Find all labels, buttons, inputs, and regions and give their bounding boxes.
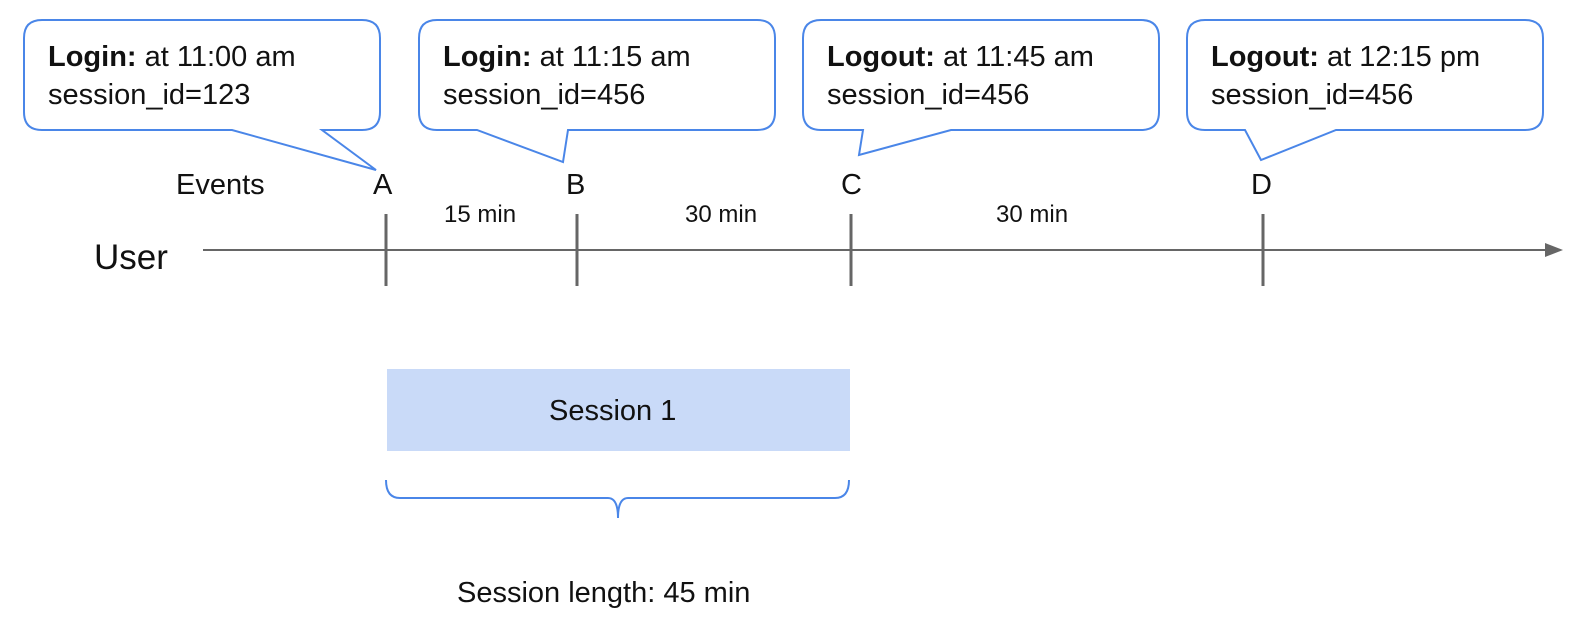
callout-line-1: Logout: at 12:15 pm [1211, 38, 1480, 76]
event-letter-b: B [566, 169, 586, 201]
callout-event-c: Logout: at 11:45 am session_id=456 [827, 38, 1094, 114]
session-bar-label: Session 1 [549, 395, 677, 427]
event-session-id: session_id=456 [827, 79, 1030, 111]
callout-bubble-a [23, 19, 381, 171]
callout-line-1: Login: at 11:00 am [48, 38, 296, 76]
event-type-label: Login: [443, 41, 532, 73]
gap-label-b-c: 30 min [685, 201, 758, 228]
event-type-label: Logout: [827, 41, 935, 73]
session-brace [385, 479, 850, 519]
callout-event-d: Logout: at 12:15 pm session_id=456 [1211, 38, 1480, 114]
callout-line-1: Logout: at 11:45 am [827, 38, 1094, 76]
event-letter-c: C [841, 169, 862, 201]
event-time: at 12:15 pm [1326, 41, 1481, 73]
event-type-label: Login: [48, 41, 137, 73]
callout-bubble-b [418, 19, 776, 164]
event-time: at 11:45 am [942, 41, 1094, 73]
timeline-arrowhead [1545, 243, 1563, 257]
callout-bubble-d [1186, 19, 1544, 162]
event-session-id: session_id=123 [48, 79, 251, 111]
gap-label-c-d: 30 min [996, 201, 1069, 228]
callout-event-a: Login: at 11:00 am session_id=123 [48, 38, 296, 114]
session-bar [387, 369, 850, 451]
session-length-label: Session length: 45 min [457, 577, 751, 609]
callout-line-1: Login: at 11:15 am [443, 38, 691, 76]
callout-event-b: Login: at 11:15 am session_id=456 [443, 38, 691, 114]
event-time: at 11:15 am [539, 41, 691, 73]
event-letter-a: A [373, 169, 393, 201]
event-type-label: Logout: [1211, 41, 1319, 73]
gap-label-a-b: 15 min [444, 201, 517, 228]
event-letter-d: D [1251, 169, 1272, 201]
events-row-label: Events [176, 169, 265, 201]
event-time: at 11:00 am [144, 41, 296, 73]
event-session-id: session_id=456 [1211, 79, 1414, 111]
callout-bubble-c [802, 19, 1160, 157]
event-session-id: session_id=456 [443, 79, 646, 111]
user-axis-label: User [94, 238, 168, 277]
